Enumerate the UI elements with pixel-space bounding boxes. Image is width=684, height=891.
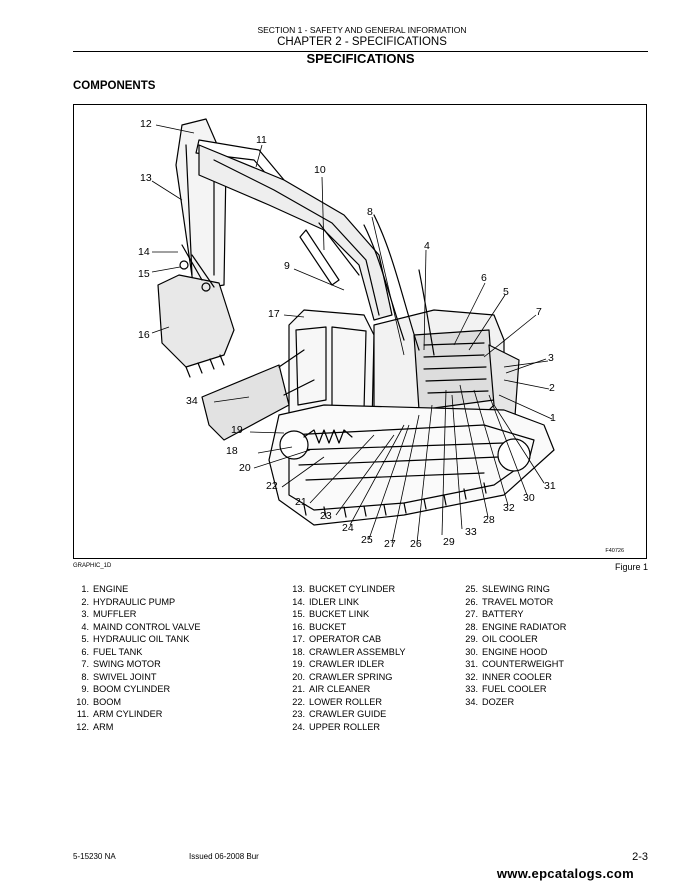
legend-item: 28.ENGINE RADIATOR bbox=[465, 621, 567, 632]
callout-11: 11 bbox=[256, 134, 267, 146]
header-rule bbox=[73, 51, 648, 52]
callout-24: 24 bbox=[342, 522, 354, 534]
callout-17: 17 bbox=[268, 308, 280, 320]
legend-item: 6.FUEL TANK bbox=[81, 646, 143, 657]
callout-18: 18 bbox=[226, 445, 238, 457]
figure-caption: Figure 1 bbox=[614, 562, 648, 572]
graphic-tag: GRAPHIC_1D bbox=[73, 563, 112, 569]
legend-item: 17.OPERATOR CAB bbox=[292, 634, 382, 645]
watermark-url: www.epcatalogs.com bbox=[496, 866, 634, 881]
legend-item: 5.HYDRAULIC OIL TANK bbox=[81, 634, 190, 645]
legend-item: 34.DOZER bbox=[465, 696, 515, 707]
callout-28: 28 bbox=[483, 514, 495, 526]
legend-item: 13.BUCKET CYLINDER bbox=[292, 584, 396, 594]
document-number: 5-15230 NA bbox=[73, 852, 116, 861]
callout-8: 8 bbox=[367, 206, 373, 218]
callout-26: 26 bbox=[410, 538, 422, 550]
callout-4: 4 bbox=[424, 240, 430, 252]
legend-item: 12.ARM bbox=[76, 722, 114, 733]
legend-item: 25.SLEWING RING bbox=[465, 584, 550, 594]
callout-30: 30 bbox=[523, 492, 535, 504]
callout-29: 29 bbox=[443, 536, 455, 548]
legend-item: 30.ENGINE HOOD bbox=[465, 646, 548, 657]
callout-13: 13 bbox=[140, 172, 152, 184]
legend-item: 3.MUFFLER bbox=[81, 609, 137, 620]
callout-16: 16 bbox=[138, 329, 150, 341]
callout-3: 3 bbox=[548, 352, 554, 364]
callout-9: 9 bbox=[284, 260, 290, 272]
callout-7: 7 bbox=[536, 306, 542, 318]
callout-33: 33 bbox=[465, 526, 477, 538]
callout-34: 34 bbox=[186, 395, 198, 407]
legend-item: 11.ARM CYLINDER bbox=[76, 709, 163, 720]
legend-item: 21.AIR CLEANER bbox=[292, 684, 371, 695]
legend-item: 19.CRAWLER IDLER bbox=[292, 659, 385, 670]
callout-32: 32 bbox=[503, 502, 515, 514]
components-heading: COMPONENTS bbox=[73, 80, 156, 92]
section-heading: SECTION 1 - SAFETY AND GENERAL INFORMATI… bbox=[257, 25, 467, 35]
callout-12: 12 bbox=[140, 118, 152, 130]
issue-date: Issued 06-2008 Bur bbox=[189, 852, 259, 861]
legend-item: 4.MAIND CONTROL VALVE bbox=[81, 621, 201, 632]
legend-item: 27.BATTERY bbox=[465, 609, 524, 620]
callout-10: 10 bbox=[314, 164, 326, 176]
legend-item: 26.TRAVEL MOTOR bbox=[465, 596, 554, 607]
legend-column-2: 13.BUCKET CYLINDER 14.IDLER LINK 15.BUCK… bbox=[289, 583, 406, 734]
callout-25: 25 bbox=[361, 534, 373, 546]
legend-column-3: 25.SLEWING RING 26.TRAVEL MOTOR 27.BATTE… bbox=[462, 583, 566, 708]
legend-item: 23.CRAWLER GUIDE bbox=[292, 709, 387, 720]
callout-15: 15 bbox=[138, 268, 150, 280]
callout-19: 19 bbox=[231, 424, 243, 436]
callout-6: 6 bbox=[481, 272, 487, 284]
excavator-figure: 12 11 13 10 8 14 9 4 15 6 5 17 7 16 3 2 … bbox=[73, 104, 647, 559]
legend-item: 29.OIL COOLER bbox=[465, 634, 538, 645]
legend-item: 8.SWIVEL JOINT bbox=[81, 671, 157, 682]
callout-23: 23 bbox=[320, 510, 332, 522]
legend-item: 18.CRAWLER ASSEMBLY bbox=[292, 646, 406, 657]
legend-item: 32.INNER COOLER bbox=[465, 671, 552, 682]
legend-item: 10.BOOM bbox=[76, 696, 122, 707]
legend-item: 16.BUCKET bbox=[292, 621, 347, 632]
excavator-illustration bbox=[151, 118, 555, 544]
callout-31: 31 bbox=[544, 480, 556, 492]
page-title: SPECIFICATIONS bbox=[306, 51, 415, 66]
legend-item: 14.IDLER LINK bbox=[292, 596, 360, 607]
legend-item: 7.SWING MOTOR bbox=[81, 659, 161, 670]
callout-21: 21 bbox=[295, 496, 307, 508]
callout-14: 14 bbox=[138, 246, 150, 258]
callout-1: 1 bbox=[550, 412, 556, 424]
legend-item: 1.ENGINE bbox=[81, 584, 129, 594]
legend-item: 24.UPPER ROLLER bbox=[292, 722, 380, 733]
legend-item: 9.BOOM CYLINDER bbox=[81, 684, 171, 695]
callout-22: 22 bbox=[266, 480, 278, 492]
callout-2: 2 bbox=[549, 382, 555, 394]
legend-item: 31.COUNTERWEIGHT bbox=[465, 659, 565, 670]
legend-column-1: 1.ENGINE 2.HYDRAULIC PUMP 3.MUFFLER 4.MA… bbox=[73, 583, 201, 734]
legend-item: 20.CRAWLER SPRING bbox=[292, 671, 393, 682]
legend-item: 22.LOWER ROLLER bbox=[292, 696, 383, 707]
callout-5: 5 bbox=[503, 286, 509, 298]
legend-item: 33.FUEL COOLER bbox=[465, 684, 547, 695]
figure-reference-code: F40726 bbox=[605, 548, 624, 554]
chapter-heading: CHAPTER 2 - SPECIFICATIONS bbox=[277, 36, 447, 48]
legend-item: 15.BUCKET LINK bbox=[292, 609, 370, 620]
legend-item: 2.HYDRAULIC PUMP bbox=[81, 596, 176, 607]
callout-27: 27 bbox=[384, 538, 396, 550]
page-number: 2-3 bbox=[632, 851, 648, 863]
callout-20: 20 bbox=[239, 462, 251, 474]
